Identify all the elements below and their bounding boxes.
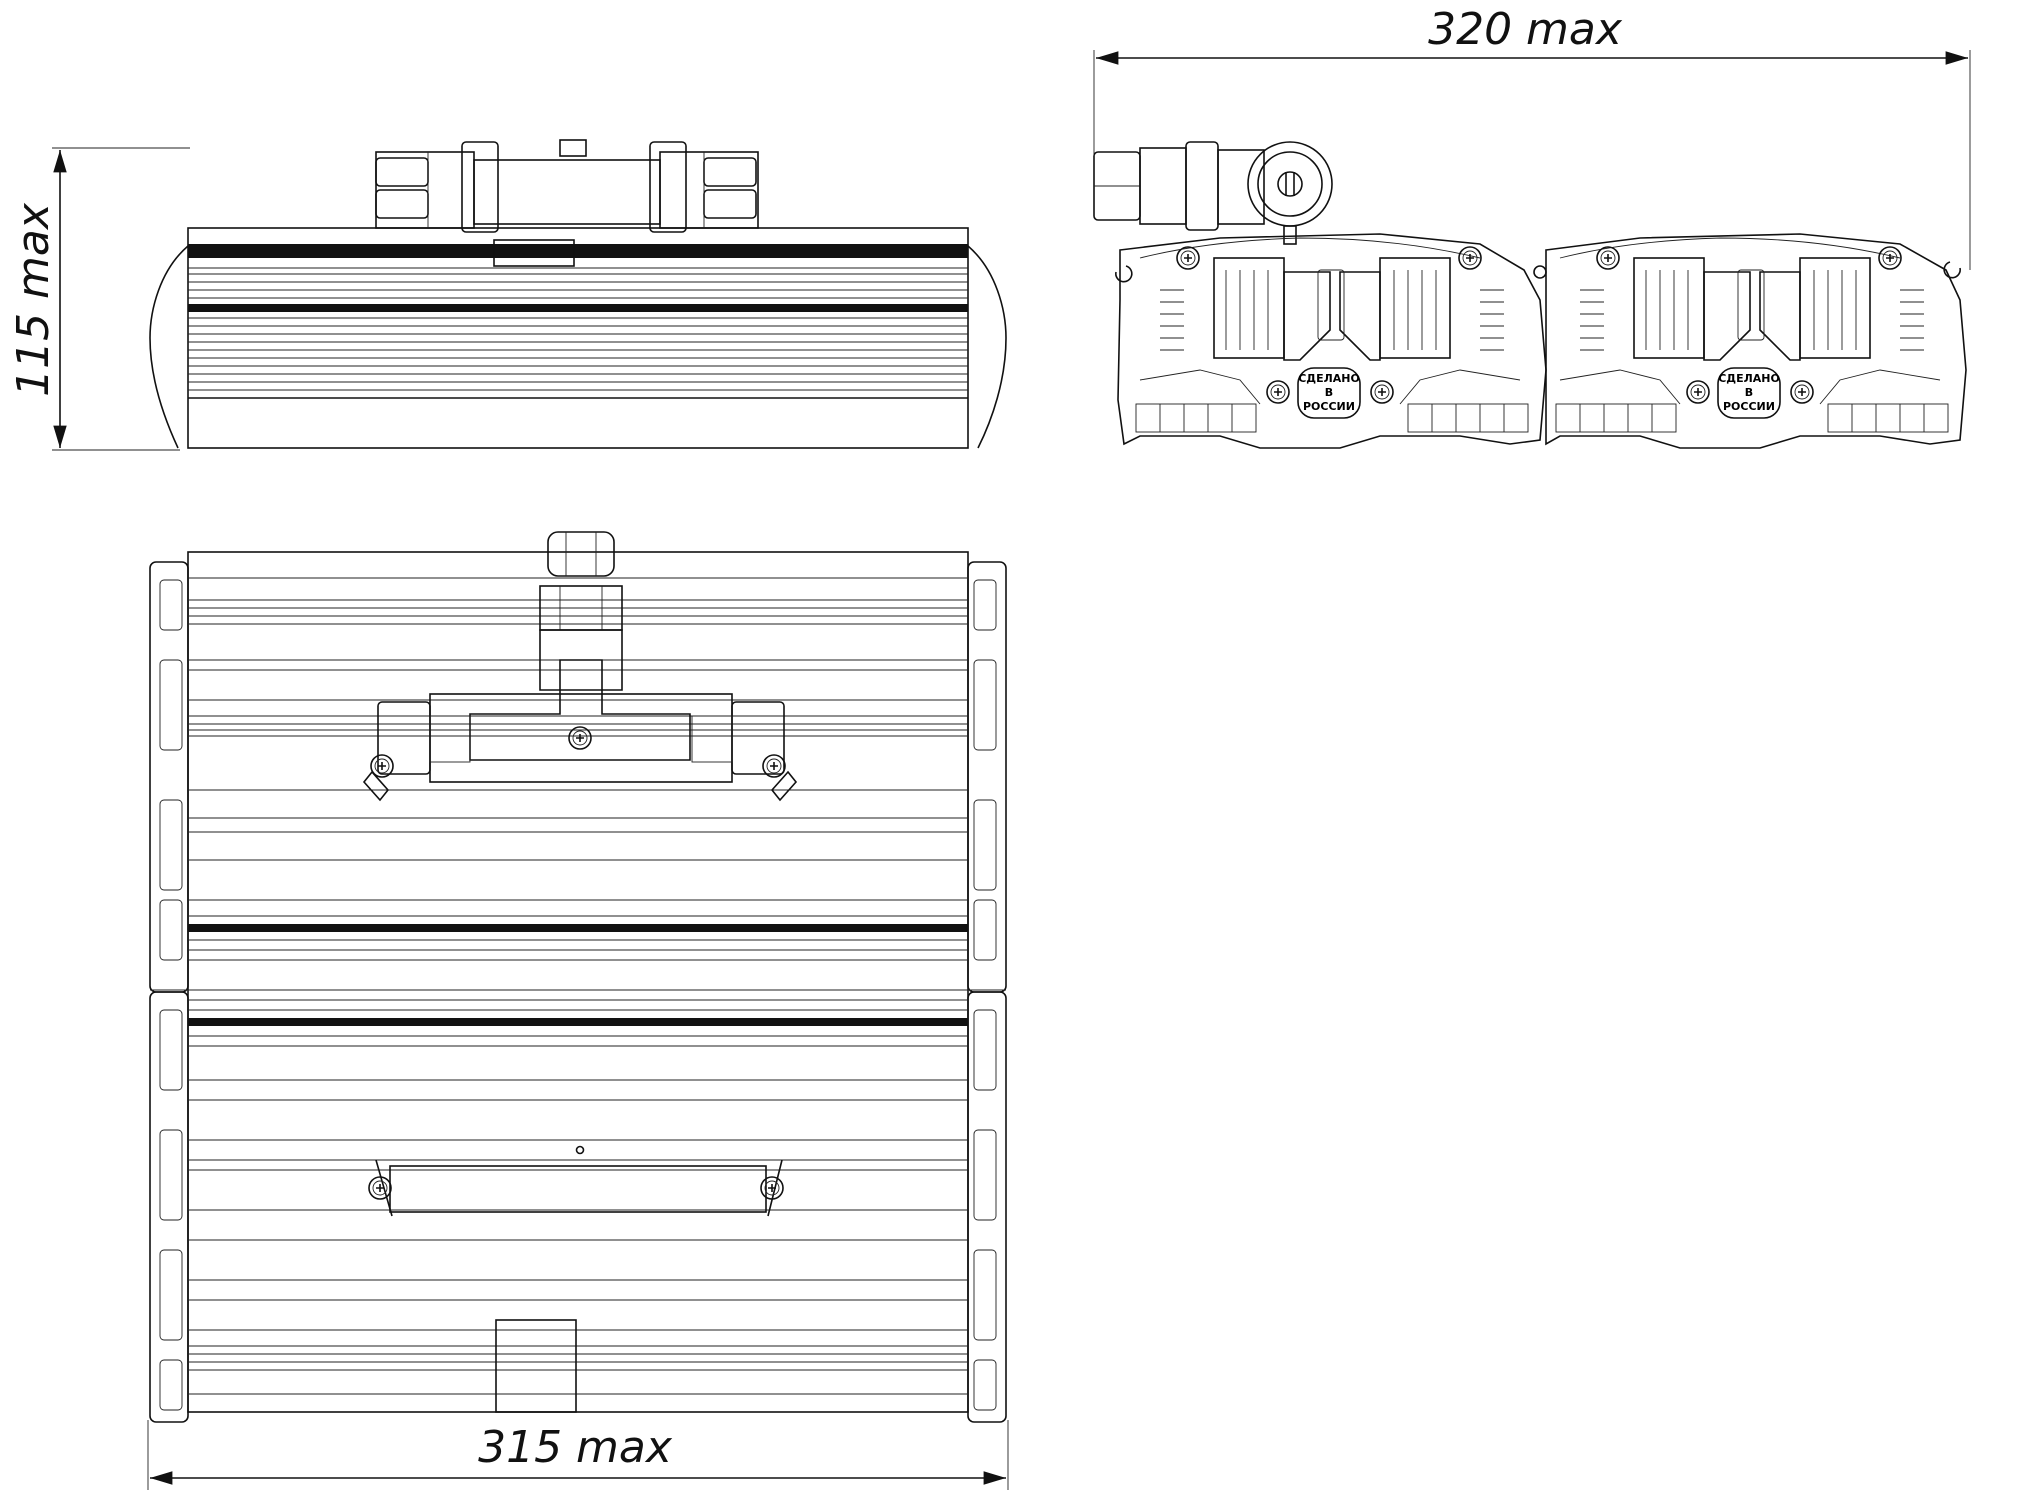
dimension-width-top-label: 320 max <box>1428 4 1623 55</box>
top-view-bracket <box>368 1145 784 1217</box>
top-view-cable-junction <box>362 531 798 802</box>
top-view-bottom-tab <box>495 1319 577 1413</box>
side-view-connector <box>1093 141 1333 245</box>
made-in-russia-label-2-line1: СДЕЛАНО <box>1718 372 1780 385</box>
side-view: 320 max <box>1093 4 1971 449</box>
side-view-module-left: СДЕЛАНО В РОССИИ <box>1115 233 1547 449</box>
dimension-width-bottom: 315 max <box>147 1420 1009 1490</box>
dimension-height-label: 115 max <box>8 202 59 397</box>
top-view-side-clips <box>159 579 997 1411</box>
dimension-height: 115 max <box>8 147 190 451</box>
made-in-russia-label-2-line3: РОССИИ <box>1723 400 1775 413</box>
front-view: 115 max <box>8 139 1007 451</box>
dimension-width-top: 320 max <box>1093 4 1971 270</box>
top-view: 315 max <box>147 531 1009 1490</box>
dimension-width-bottom-label: 315 max <box>478 1422 673 1473</box>
side-view-module-right: СДЕЛАНО В РОССИИ <box>1533 233 1967 449</box>
front-view-body <box>149 227 1007 449</box>
made-in-russia-label-2-line2: В <box>1745 386 1753 399</box>
made-in-russia-label-1-line1: СДЕЛАНО <box>1298 372 1360 385</box>
front-view-connector <box>375 139 759 233</box>
made-in-russia-label-1-line3: РОССИИ <box>1303 400 1355 413</box>
top-view-fins <box>188 577 968 1395</box>
made-in-russia-label-1-line2: В <box>1325 386 1333 399</box>
